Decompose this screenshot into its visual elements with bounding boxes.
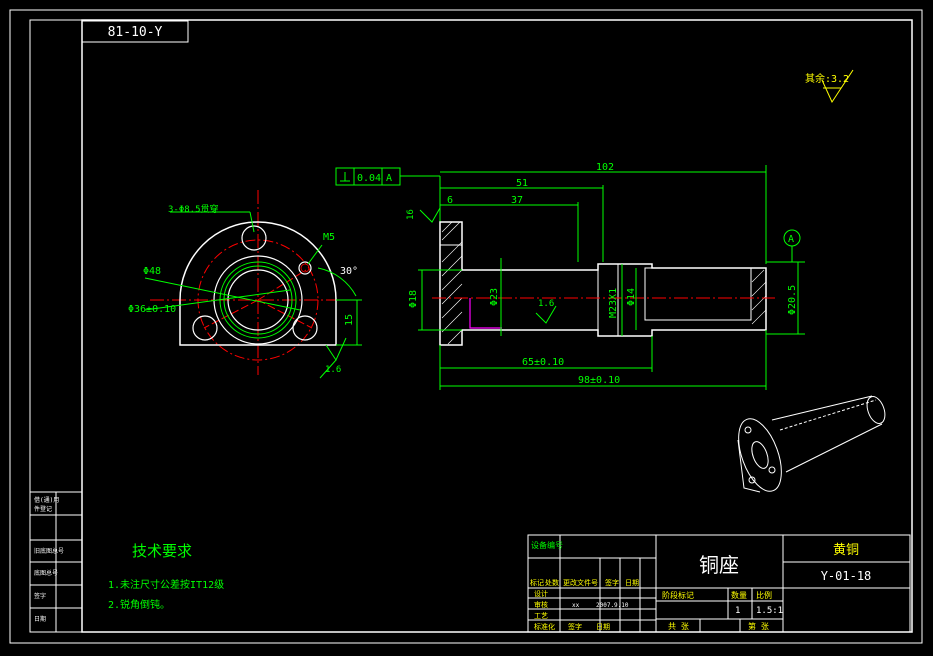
role-standard: 标准化: [534, 622, 555, 631]
left-strip-row-5: 签字: [34, 592, 46, 600]
left-strip-row-6: 日期: [34, 615, 46, 623]
material: 黄铜: [833, 543, 859, 558]
dim-37: 37: [511, 195, 523, 206]
m5-label: M5: [323, 232, 335, 243]
section-hatching: [441, 221, 767, 345]
rev-header-3: 更改文件号: [563, 578, 598, 587]
surface-roughness-note: 其余:3.2: [805, 72, 849, 85]
rev-header-5: 日期: [625, 579, 639, 587]
bore-circle: [227, 269, 289, 331]
cursor-marker: [469, 298, 502, 329]
bolt-hole-left: [192, 315, 218, 341]
roughness-symbol: [821, 69, 854, 104]
left-strip-row-4: 底图总号: [34, 569, 58, 577]
date-label: 日期: [596, 623, 610, 631]
rev-header-4: 签字: [605, 578, 619, 587]
drawing-code-box: [81, 20, 189, 43]
title-block: [527, 534, 911, 633]
dim-d23: Φ23: [489, 288, 500, 306]
dim-d18: Φ18: [408, 290, 419, 308]
side-view: 0.04 A 102 51 37: [335, 162, 805, 390]
inner-border: [81, 19, 913, 633]
left-strip-row-1: 借(通)用: [34, 496, 59, 504]
bolt-hole-top: [241, 225, 267, 251]
flange-outline: [179, 221, 337, 346]
dim-6: 6: [447, 195, 453, 206]
angle-label: 30°: [340, 266, 358, 277]
outer-border: [9, 9, 923, 644]
role-design: 设计: [534, 589, 548, 598]
rev-header-2: 处数: [545, 578, 559, 587]
scale-header: 比例: [756, 590, 772, 600]
rev-header-1: 标记: [530, 578, 544, 587]
role-process: 工艺: [534, 612, 548, 620]
dim-98: 98±0.10: [578, 375, 620, 386]
dim-m23: M23X1: [608, 288, 619, 318]
total-sheets: 共 张: [668, 622, 689, 631]
dim-15: 15: [344, 314, 355, 326]
sheet-number: 第 张: [748, 621, 769, 631]
d36-label: Φ36±0.10: [128, 304, 176, 315]
holes-label: 3-Φ8.5贯穿: [168, 203, 219, 215]
tech-req-item-2: 2.锐角倒钝。: [108, 598, 170, 611]
dim-d205: Φ20.5: [787, 285, 798, 315]
stage-header: 阶段标记: [662, 590, 694, 600]
side-roughness-left: 16: [406, 209, 416, 220]
front-view: 3-Φ8.5贯穿 M5 30° Φ48 Φ36±0.10 15 1.6: [128, 190, 362, 379]
ftol-value: 0.04: [357, 173, 381, 184]
part-name: 铜座: [699, 553, 739, 577]
design-date: 2007.9.10: [596, 602, 629, 609]
drawing-number: Y-01-18: [821, 569, 872, 583]
equipment-code-label: 设备编号: [531, 540, 563, 550]
tech-req-item-1: 1.未注尺寸公差按IT12级: [108, 578, 224, 591]
isometric-view: [737, 395, 886, 493]
scale-value: 1.5:1: [756, 606, 783, 616]
tech-req-title: 技术要求: [132, 542, 192, 560]
dim-d14: Φ14: [626, 288, 637, 306]
d48-label: Φ48: [143, 266, 161, 277]
title-block-text: 设备编号 铜座 黄铜 Y-01-18 标记 处数 更改文件号 签字 日期 设计 …: [530, 540, 871, 631]
dim-65: 65±0.10: [522, 357, 564, 368]
side-roughness-inner: 1.6: [538, 299, 554, 309]
bolt-circle: [197, 239, 319, 361]
ftol-datum: A: [386, 173, 392, 184]
m5-hole: [298, 261, 312, 275]
sign-label: 签字: [568, 622, 582, 631]
bolt-hole-right: [292, 315, 318, 341]
datum-label: A: [788, 234, 794, 245]
left-strip-row-3: 旧底图总号: [34, 547, 64, 555]
qty-header: 数量: [731, 590, 747, 600]
designer-name: xx: [572, 602, 580, 609]
drawing-code-text: 81-10-Y: [108, 25, 163, 40]
dim-51: 51: [516, 178, 528, 189]
left-strip-row-2: 件登记: [34, 505, 52, 513]
dim-102: 102: [596, 162, 614, 173]
left-strip-table: 借(通)用 件登记 旧底图总号 底图总号 签字 日期: [29, 491, 83, 633]
role-review: 审核: [534, 600, 548, 609]
inner-bore: [644, 267, 752, 321]
front-roughness: 1.6: [325, 365, 341, 375]
quantity-value: 1: [735, 606, 740, 616]
